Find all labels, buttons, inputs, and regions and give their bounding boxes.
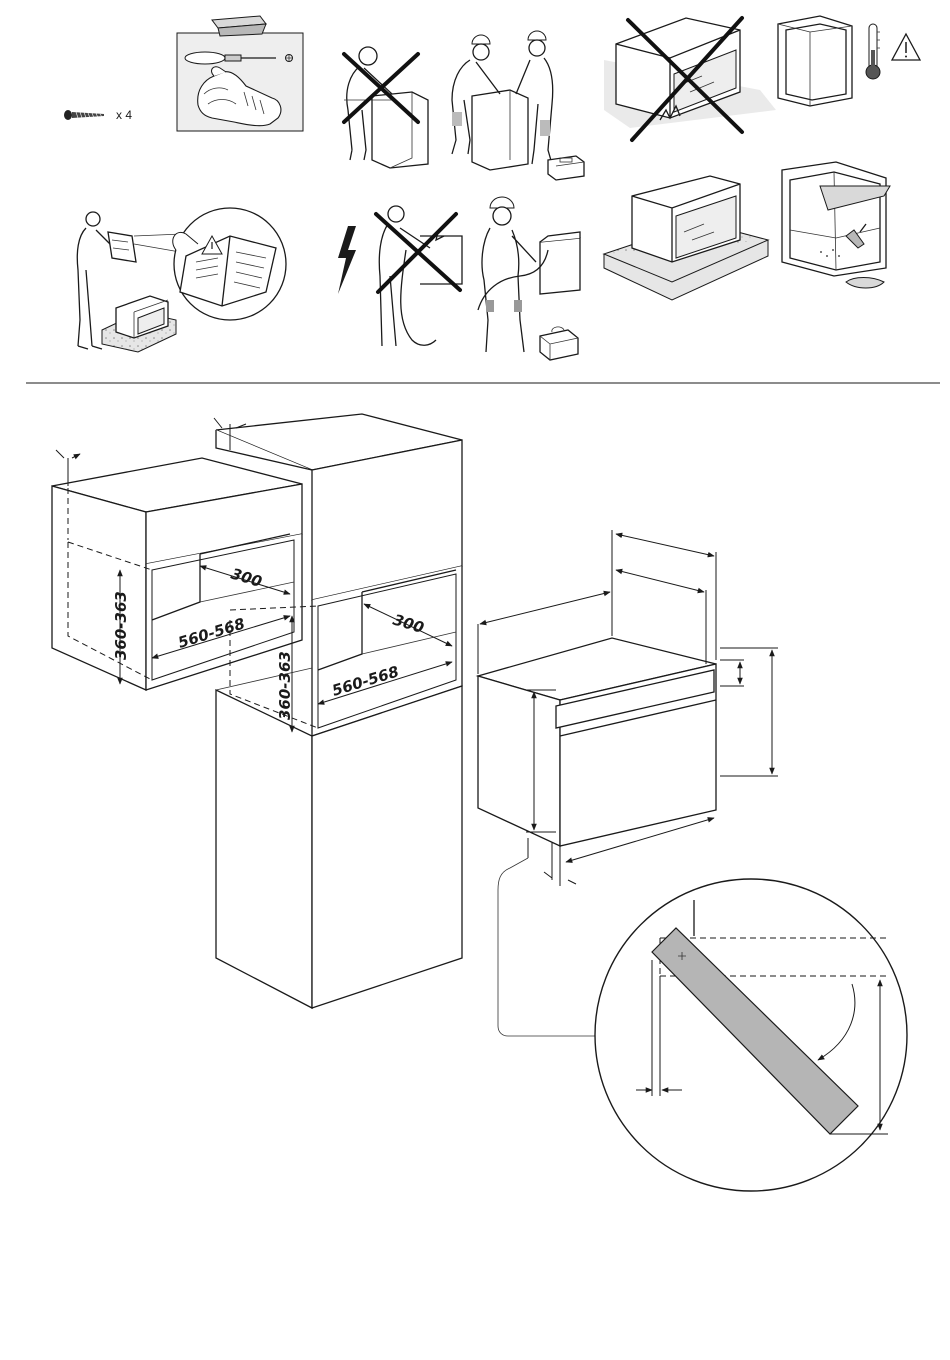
hinge-detail — [595, 879, 907, 1191]
warning-icon — [892, 34, 920, 60]
column-height-label: 360-363 — [276, 651, 294, 720]
lightning-icon — [338, 226, 356, 294]
toolbox-icon — [540, 327, 578, 360]
screw-icon — [64, 110, 104, 120]
cabinet-cleaning-scene — [782, 162, 890, 288]
upper-height-label: 360-363 — [112, 591, 130, 660]
tools-box — [177, 16, 303, 131]
spirit-level-icon — [212, 16, 266, 36]
oven-on-plinth — [604, 176, 768, 300]
upper-cabinet: 300 560-568 360-363 — [52, 450, 302, 690]
toolbox-icon — [548, 156, 584, 180]
single-person-lift-prohibited — [344, 47, 428, 168]
electrician-scene — [478, 197, 580, 360]
screw-group: x 4 — [64, 108, 132, 122]
two-person-lift — [452, 31, 584, 180]
screw-quantity: x 4 — [116, 108, 132, 122]
manual-magnifier — [173, 208, 286, 320]
damaged-oven-prohibited — [604, 18, 776, 140]
oven-on-stand — [102, 296, 176, 352]
cabinet-temperature-warning — [778, 16, 920, 106]
thermometer-icon — [866, 24, 880, 79]
electrical-hazard-prohibited — [338, 206, 462, 346]
read-manual-scene — [77, 208, 286, 352]
